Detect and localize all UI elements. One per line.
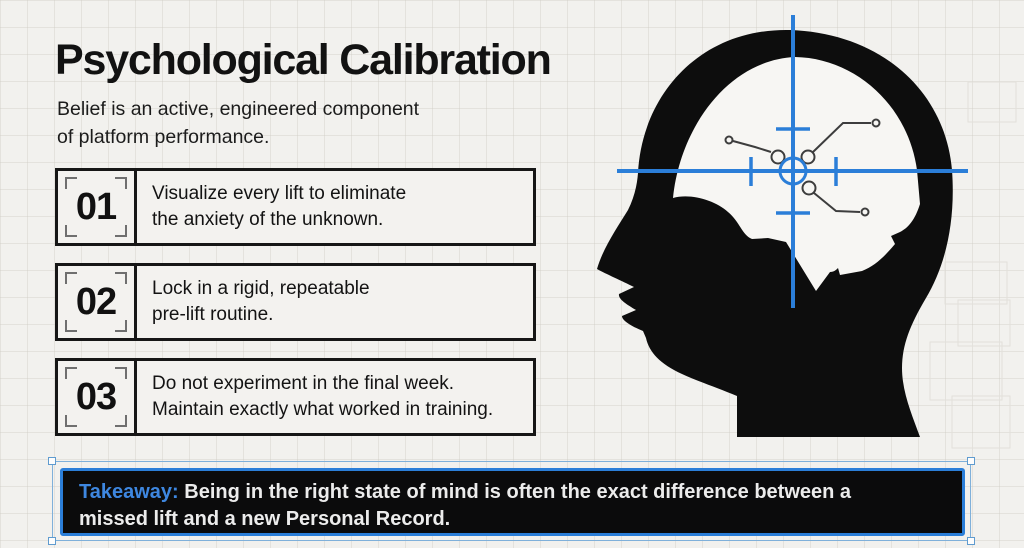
- takeaway-line-2: missed lift and a new Personal Record.: [79, 508, 451, 530]
- takeaway-line-1: Being in the right state of mind is ofte…: [184, 481, 852, 503]
- bracket-corner-icon: [65, 320, 77, 332]
- page-title: Psychological Calibration: [55, 36, 552, 84]
- takeaway-label: Takeaway:: [79, 481, 185, 503]
- bracket-corner-icon: [115, 225, 127, 237]
- bracket-corner-icon: [65, 367, 77, 379]
- step-number: 01: [75, 185, 117, 228]
- step-text-line-2: pre-lift routine.: [152, 304, 274, 325]
- takeaway-banner[interactable]: Takeaway: Being in the right state of mi…: [60, 468, 965, 536]
- brain-area: [673, 57, 920, 291]
- circuit-node-icon: [724, 135, 734, 145]
- step-text: Visualize every lift to eliminate the an…: [137, 171, 406, 243]
- step-number: 03: [75, 375, 117, 418]
- bracket-corner-icon: [115, 415, 127, 427]
- bracket-corner-icon: [115, 272, 127, 284]
- selection-handle[interactable]: [967, 537, 975, 545]
- step-box-03: 03 Do not experiment in the final week. …: [55, 358, 536, 436]
- step-number-cell: 03: [58, 361, 137, 433]
- circuit-traces: [724, 118, 881, 217]
- step-number-cell: 01: [58, 171, 137, 243]
- step-text-line-1: Lock in a rigid, repeatable: [152, 278, 370, 299]
- step-text-line-2: Maintain exactly what worked in training…: [152, 399, 494, 420]
- circuit-node-icon: [860, 207, 870, 217]
- step-text-line-2: the anxiety of the unknown.: [152, 209, 384, 230]
- crosshair-icon: [617, 15, 968, 308]
- bracket-corner-icon: [65, 177, 77, 189]
- step-box-02: 02 Lock in a rigid, repeatable pre-lift …: [55, 263, 536, 341]
- subtitle-line-2: of platform performance.: [57, 126, 270, 148]
- bracket-corner-icon: [65, 272, 77, 284]
- circuit-node-icon: [871, 118, 881, 128]
- blueprint-grid-decoration: [929, 81, 1017, 449]
- page-subtitle: Belief is an active, engineered componen…: [57, 95, 537, 151]
- step-text-line-1: Visualize every lift to eliminate: [152, 183, 407, 204]
- bracket-corner-icon: [65, 225, 77, 237]
- step-number: 02: [75, 280, 117, 323]
- selection-handle[interactable]: [48, 537, 56, 545]
- bracket-corner-icon: [115, 177, 127, 189]
- bracket-corner-icon: [115, 367, 127, 379]
- step-number-cell: 02: [58, 266, 137, 338]
- subtitle-line-1: Belief is an active, engineered componen…: [57, 98, 420, 120]
- bracket-corner-icon: [115, 320, 127, 332]
- bracket-corner-icon: [65, 415, 77, 427]
- head-illustration: [597, 15, 1017, 449]
- step-text-line-1: Do not experiment in the final week.: [152, 373, 455, 394]
- circuit-node-icon: [770, 149, 786, 165]
- circuit-node-icon: [801, 180, 817, 196]
- selection-handle[interactable]: [48, 457, 56, 465]
- circuit-node-icon: [800, 149, 816, 165]
- step-text: Do not experiment in the final week. Mai…: [137, 361, 493, 433]
- step-text: Lock in a rigid, repeatable pre-lift rou…: [137, 266, 370, 338]
- step-box-01: 01 Visualize every lift to eliminate the…: [55, 168, 536, 246]
